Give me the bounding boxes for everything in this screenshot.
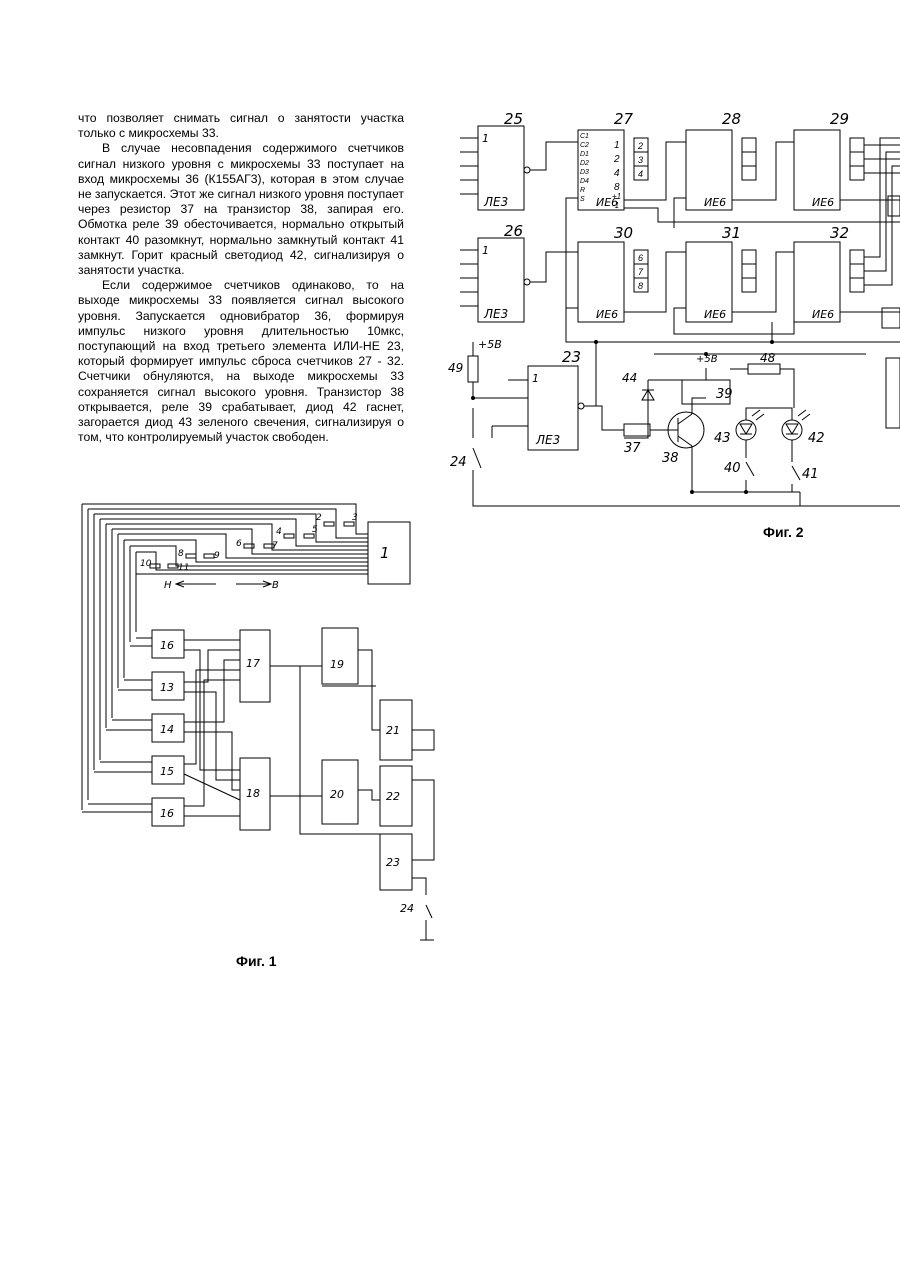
- pin-r: R: [580, 187, 585, 194]
- figure-1-diagram: 1 16 13 14 15 16 17 18 19 20 21 22 23 2 …: [76, 500, 440, 945]
- counter-28-number: 28: [722, 110, 741, 128]
- sensor-7-label: 7: [272, 541, 278, 551]
- fig1-block-22-label: 22: [386, 790, 400, 803]
- sensor-3-label: 3: [352, 513, 358, 523]
- pin-d2: D2: [580, 160, 589, 167]
- pin-d4: D4: [580, 178, 589, 185]
- resistor-49-label: 49: [448, 361, 463, 375]
- sensor-4-label: 4: [276, 527, 282, 537]
- counter-30-number: 30: [614, 224, 633, 242]
- counter-29-type: ИЕ6: [812, 196, 834, 209]
- gate-25-number: 25: [504, 110, 523, 128]
- fig1-block-18-label: 18: [246, 787, 260, 800]
- gate-25-in-label: 1: [482, 132, 489, 145]
- transistor-38-label: 38: [662, 451, 679, 466]
- out-27-2: 2: [637, 141, 643, 151]
- fig1-block-16b-label: 16: [160, 807, 174, 820]
- paragraph-1: что позволяет снимать сигнал о занятости…: [78, 111, 404, 141]
- fig1-block-15-label: 15: [160, 765, 174, 778]
- sensor-9-label: 9: [214, 551, 220, 561]
- pin-q1: 1: [614, 140, 620, 151]
- pin-d3: D3: [580, 169, 589, 176]
- direction-h-label: Н: [164, 580, 172, 591]
- pin-c2: C2: [580, 142, 589, 149]
- counter-29-number: 29: [830, 110, 849, 128]
- sensor-10-label: 10: [140, 559, 152, 569]
- pin-c1: C1: [580, 133, 589, 140]
- fig1-block-21-label: 21: [386, 724, 400, 737]
- out-30-7: 7: [638, 267, 644, 277]
- supply-label-left: +5В: [478, 338, 502, 351]
- resistor-37-label: 37: [624, 441, 641, 456]
- counter-32-type: ИЕ6: [812, 308, 834, 321]
- supply-label-relay: +5В: [696, 354, 718, 365]
- led-42-label: 42: [808, 431, 825, 446]
- gate-23-type: ЛЕ3: [535, 433, 560, 447]
- paragraph-3: Если содержимое счетчиков одинаково, то …: [78, 278, 404, 445]
- pin-minus1: -1: [612, 201, 619, 210]
- fig1-block-17-label: 17: [246, 657, 260, 670]
- out-27-4: 4: [638, 169, 643, 179]
- counter-31-number: 31: [722, 224, 741, 242]
- gate-26-number: 26: [504, 222, 523, 240]
- fig1-block-16-label: 16: [160, 639, 174, 652]
- out-27-3: 3: [638, 155, 643, 165]
- figure-1-caption: Фиг. 1: [236, 953, 277, 969]
- counter-30-type: ИЕ6: [596, 308, 618, 321]
- sensor-2-label: 2: [316, 513, 322, 523]
- resistor-48-label: 48: [760, 351, 776, 365]
- gate-23-in-label: 1: [532, 372, 539, 385]
- switch-24-label: 24: [450, 455, 467, 470]
- contact-40-label: 40: [724, 461, 741, 476]
- pin-q2: 2: [613, 154, 620, 165]
- counter-28-type: ИЕ6: [704, 196, 726, 209]
- figure-2-caption: Фиг. 2: [763, 524, 804, 540]
- fig1-block-19-label: 19: [330, 658, 344, 671]
- gate-25-type: ЛЕ3: [483, 195, 508, 209]
- sensor-6-label: 6: [236, 539, 242, 549]
- pin-s: S: [580, 196, 585, 203]
- contact-41-label: 41: [802, 467, 819, 482]
- pin-plus1: +1: [612, 192, 621, 201]
- out-30-6: 6: [638, 253, 643, 263]
- counter-31-type: ИЕ6: [704, 308, 726, 321]
- led-43-label: 43: [714, 431, 731, 446]
- fig1-block-14-label: 14: [160, 723, 174, 736]
- fig1-block-13-label: 13: [160, 681, 174, 694]
- diode-44-label: 44: [622, 371, 637, 385]
- figure-2-diagram: 25 1 ЛЕ3 26 1 ЛЕ3 23 1 ЛЕ3 27 ИЕ6 28 ИЕ6…: [446, 108, 900, 516]
- gate-26-type: ЛЕ3: [483, 307, 508, 321]
- counter-27-number: 27: [614, 110, 634, 128]
- switch-24-label: 24: [400, 902, 414, 915]
- pin-d1: D1: [580, 151, 589, 158]
- sensor-8-label: 8: [178, 549, 184, 559]
- sensor-11-label: 11: [178, 563, 189, 573]
- out-30-8: 8: [638, 281, 643, 291]
- fig1-block-20-label: 20: [330, 788, 344, 801]
- sensor-5-label: 5: [312, 525, 318, 535]
- fig1-block-23-label: 23: [386, 856, 400, 869]
- gate-23-number: 23: [562, 348, 581, 366]
- relay-39-label: 39: [716, 387, 733, 402]
- paragraph-2: В случае несовпадения содержимого счетчи…: [78, 141, 404, 278]
- body-text: что позволяет снимать сигнал о занятости…: [78, 111, 404, 445]
- fig1-block-1-label: 1: [380, 544, 390, 562]
- direction-b-label: В: [272, 580, 279, 591]
- counter-32-number: 32: [830, 224, 849, 242]
- gate-26-in-label: 1: [482, 244, 489, 257]
- pin-q4: 4: [614, 168, 620, 179]
